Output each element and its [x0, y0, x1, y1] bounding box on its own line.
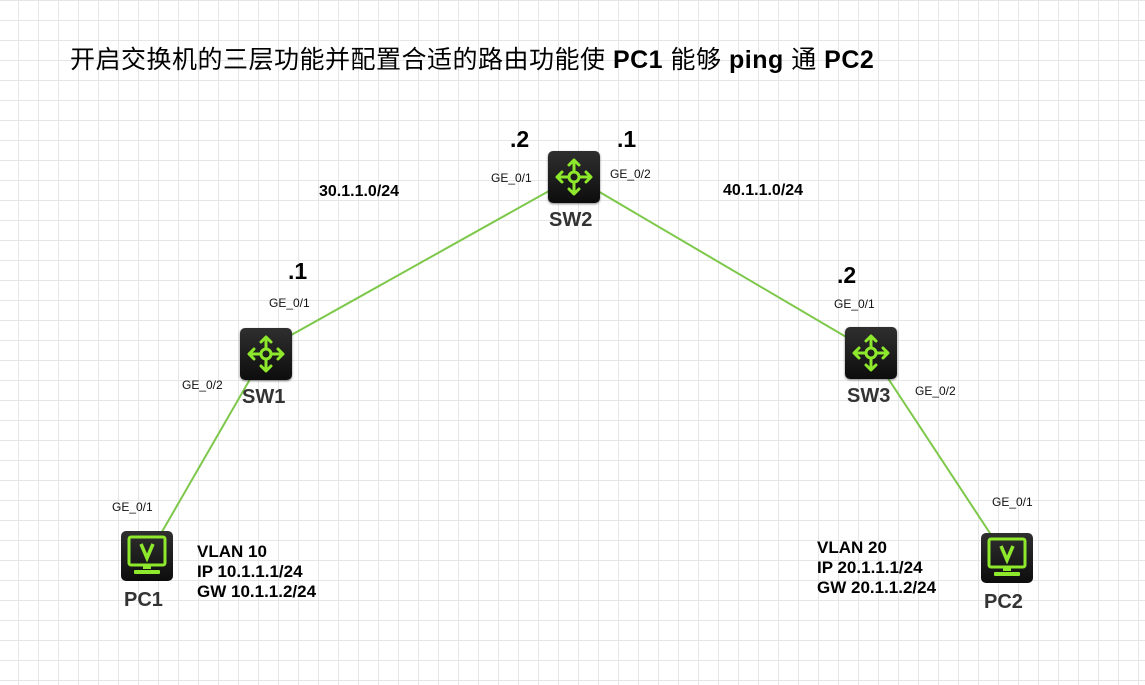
port-label-sw3-ge01: GE_0/1 — [834, 297, 875, 311]
ip-suffix-sw1-up: .1 — [288, 258, 308, 284]
pc1-vlan: VLAN 10 — [197, 542, 267, 561]
pc2-device[interactable] — [981, 533, 1033, 583]
sw1-label: SW1 — [242, 386, 286, 408]
sw3-label: SW3 — [847, 385, 891, 407]
port-label-sw2-ge01: GE_0/1 — [491, 171, 532, 185]
link-sw3-pc2[interactable] — [869, 350, 1006, 557]
subnet-label-right: 40.1.1.0/24 — [723, 182, 804, 199]
l3-switch-icon — [555, 158, 593, 196]
link-sw1-sw2[interactable] — [267, 176, 575, 349]
title-pc2: PC2 — [824, 46, 875, 74]
title-pc1: PC1 — [612, 46, 664, 74]
l3-switch-icon — [247, 335, 285, 373]
l3-switch-icon — [852, 334, 890, 372]
title-prefix: 开启交换机的三层功能并配置合适的路由功能使 — [70, 46, 613, 74]
pc-monitor-icon — [987, 537, 1027, 576]
sw2-label: SW2 — [549, 209, 593, 231]
pc2-ip: IP 20.1.1.1/24 — [817, 558, 923, 577]
pc1-device[interactable] — [121, 531, 173, 581]
link-sw1-pc1[interactable] — [147, 347, 269, 557]
pc2-info-block: VLAN 20 IP 20.1.1.1/24 GW 20.1.1.2/24 — [817, 538, 936, 598]
sw3-device[interactable] — [845, 327, 897, 379]
ip-suffix-sw2-right: .1 — [617, 126, 637, 152]
port-label-sw1-ge01: GE_0/1 — [269, 296, 310, 310]
title-mid1: 能够 — [663, 46, 729, 74]
pc-monitor-icon — [127, 535, 167, 574]
sw1-device[interactable] — [240, 328, 292, 380]
ip-suffix-sw3-up: .2 — [837, 262, 857, 288]
subnet-label-left: 30.1.1.0/24 — [319, 183, 400, 200]
port-label-sw3-ge02: GE_0/2 — [915, 384, 956, 398]
ip-suffix-sw2-left: .2 — [510, 126, 530, 152]
port-label-sw2-ge02: GE_0/2 — [610, 167, 651, 181]
pc2-vlan: VLAN 20 — [817, 538, 887, 557]
pc1-gateway: GW 10.1.1.2/24 — [197, 582, 317, 601]
pc2-label: PC2 — [984, 591, 1023, 613]
pc2-gateway: GW 20.1.1.2/24 — [817, 578, 937, 597]
sw2-device[interactable] — [548, 151, 600, 203]
pc1-info-block: VLAN 10 IP 10.1.1.1/24 GW 10.1.1.2/24 — [197, 542, 316, 602]
port-label-pc2-ge01: GE_0/1 — [992, 495, 1033, 509]
pc1-ip: IP 10.1.1.1/24 — [197, 562, 303, 581]
diagram-title: 开启交换机的三层功能并配置合适的路由功能使 PC1 能够 ping 通 PC2 — [70, 40, 874, 76]
title-ping: ping — [729, 46, 784, 74]
link-sw2-sw3[interactable] — [573, 176, 871, 352]
port-label-pc1-ge01: GE_0/1 — [112, 500, 153, 514]
port-label-sw1-ge02: GE_0/2 — [182, 378, 223, 392]
title-mid2: 通 — [783, 46, 825, 74]
pc1-label: PC1 — [124, 589, 163, 611]
